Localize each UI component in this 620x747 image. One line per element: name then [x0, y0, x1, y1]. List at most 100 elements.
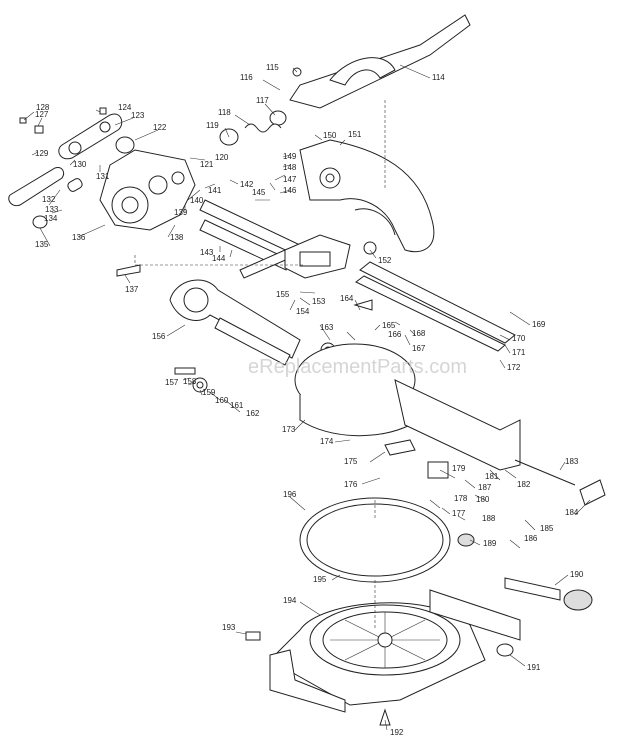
part-label-129: 129: [35, 149, 49, 158]
part-label-147: 147: [283, 175, 297, 184]
part-label-171: 171: [512, 348, 526, 357]
part-label-123: 123: [131, 111, 145, 120]
part-label-148: 148: [283, 163, 297, 172]
part-label-152: 152: [378, 256, 392, 265]
part-label-137: 137: [125, 285, 139, 294]
part-label-139: 139: [174, 208, 188, 217]
part-label-161: 161: [230, 401, 244, 410]
part-label-141: 141: [208, 186, 222, 195]
part-label-166: 166: [388, 330, 402, 339]
part-label-196: 196: [283, 490, 297, 499]
part-label-134: 134: [44, 214, 58, 223]
trunnion-bracket: [284, 234, 351, 279]
part-label-178: 178: [454, 494, 468, 503]
part-label-177: 177: [452, 509, 466, 518]
part-label-116: 116: [240, 73, 253, 82]
part-label-169: 169: [532, 320, 546, 329]
part-label-182: 182: [517, 480, 531, 489]
part-label-185: 185: [540, 524, 554, 533]
part-label-146: 146: [283, 186, 297, 195]
part-label-176: 176: [344, 480, 358, 489]
detail-parts: [19, 107, 606, 726]
part-label-157: 157: [165, 378, 179, 387]
part-label-167: 167: [412, 344, 426, 353]
part-label-149: 149: [283, 152, 297, 161]
part-label-158: 158: [183, 377, 197, 386]
part-label-144: 144: [212, 254, 226, 263]
part-label-153: 153: [312, 297, 326, 306]
part-label-184: 184: [565, 508, 579, 517]
part-label-150: 150: [323, 131, 337, 140]
part-label-117: 117: [256, 96, 269, 105]
part-label-124: 124: [118, 103, 132, 112]
part-label-187: 187: [478, 483, 492, 492]
part-label-119: 119: [206, 121, 219, 130]
part-label-130: 130: [73, 160, 87, 169]
handle-132: [8, 167, 65, 207]
part-label-195: 195: [313, 575, 327, 584]
upper-arm-114: [289, 14, 471, 109]
part-label-135: 135: [35, 240, 49, 249]
part-label-114: 114: [432, 73, 445, 82]
motor-head-136: [99, 149, 196, 231]
part-label-115: 115: [266, 63, 279, 72]
part-label-170: 170: [512, 334, 526, 343]
part-label-179: 179: [452, 464, 466, 473]
part-label-122: 122: [153, 123, 167, 132]
alignment-lines: [134, 100, 386, 630]
part-label-159: 159: [202, 388, 216, 397]
part-label-164: 164: [340, 294, 354, 303]
part-label-138: 138: [170, 233, 184, 242]
part-label-155: 155: [276, 290, 290, 299]
part-label-133: 133: [45, 205, 59, 214]
part-label-127: 127: [35, 110, 49, 119]
base-ring-196: [299, 497, 451, 583]
part-label-188: 188: [482, 514, 496, 523]
part-label-181: 181: [485, 472, 499, 481]
part-label-151: 151: [348, 130, 362, 139]
part-label-186: 186: [524, 534, 538, 543]
belt-cover-130: [58, 113, 123, 160]
part-label-189: 189: [483, 539, 497, 548]
base-194: [269, 589, 521, 713]
part-label-140: 140: [190, 196, 204, 205]
part-label-165: 165: [382, 321, 396, 330]
part-label-128: 128: [36, 103, 50, 112]
part-label-194: 194: [283, 596, 297, 605]
watermark-text: eReplacementParts.com: [248, 356, 467, 378]
part-label-192: 192: [390, 728, 404, 737]
leader-lines: [23, 64, 591, 731]
part-label-190: 190: [570, 570, 584, 579]
part-label-173: 173: [282, 425, 296, 434]
part-label-183: 183: [565, 457, 579, 466]
part-label-154: 154: [296, 307, 310, 316]
turntable-173: [294, 343, 521, 471]
part-label-145: 145: [252, 188, 266, 197]
part-label-162: 162: [246, 409, 260, 418]
part-label-168: 168: [412, 329, 426, 338]
part-label-172: 172: [507, 363, 521, 372]
part-label-163: 163: [320, 323, 334, 332]
part-label-156: 156: [152, 332, 166, 341]
part-label-143: 143: [200, 248, 214, 257]
fence-rail-172: [355, 261, 516, 352]
part-label-193: 193: [222, 623, 236, 632]
part-label-136: 136: [72, 233, 86, 242]
part-label-118: 118: [218, 108, 231, 117]
part-label-121: 121: [200, 160, 214, 169]
part-label-174: 174: [320, 437, 334, 446]
part-label-180: 180: [476, 495, 490, 504]
part-label-142: 142: [240, 180, 254, 189]
part-label-120: 120: [215, 153, 229, 162]
part-label-131: 131: [96, 172, 110, 181]
part-label-191: 191: [527, 663, 541, 672]
knob-190: [504, 577, 593, 611]
part-label-132: 132: [42, 195, 56, 204]
slide-rails: [199, 199, 301, 279]
part-label-160: 160: [215, 396, 229, 405]
lower-arm-156: [169, 279, 301, 366]
part-label-175: 175: [344, 457, 358, 466]
blade-guard-housing: [299, 139, 435, 253]
